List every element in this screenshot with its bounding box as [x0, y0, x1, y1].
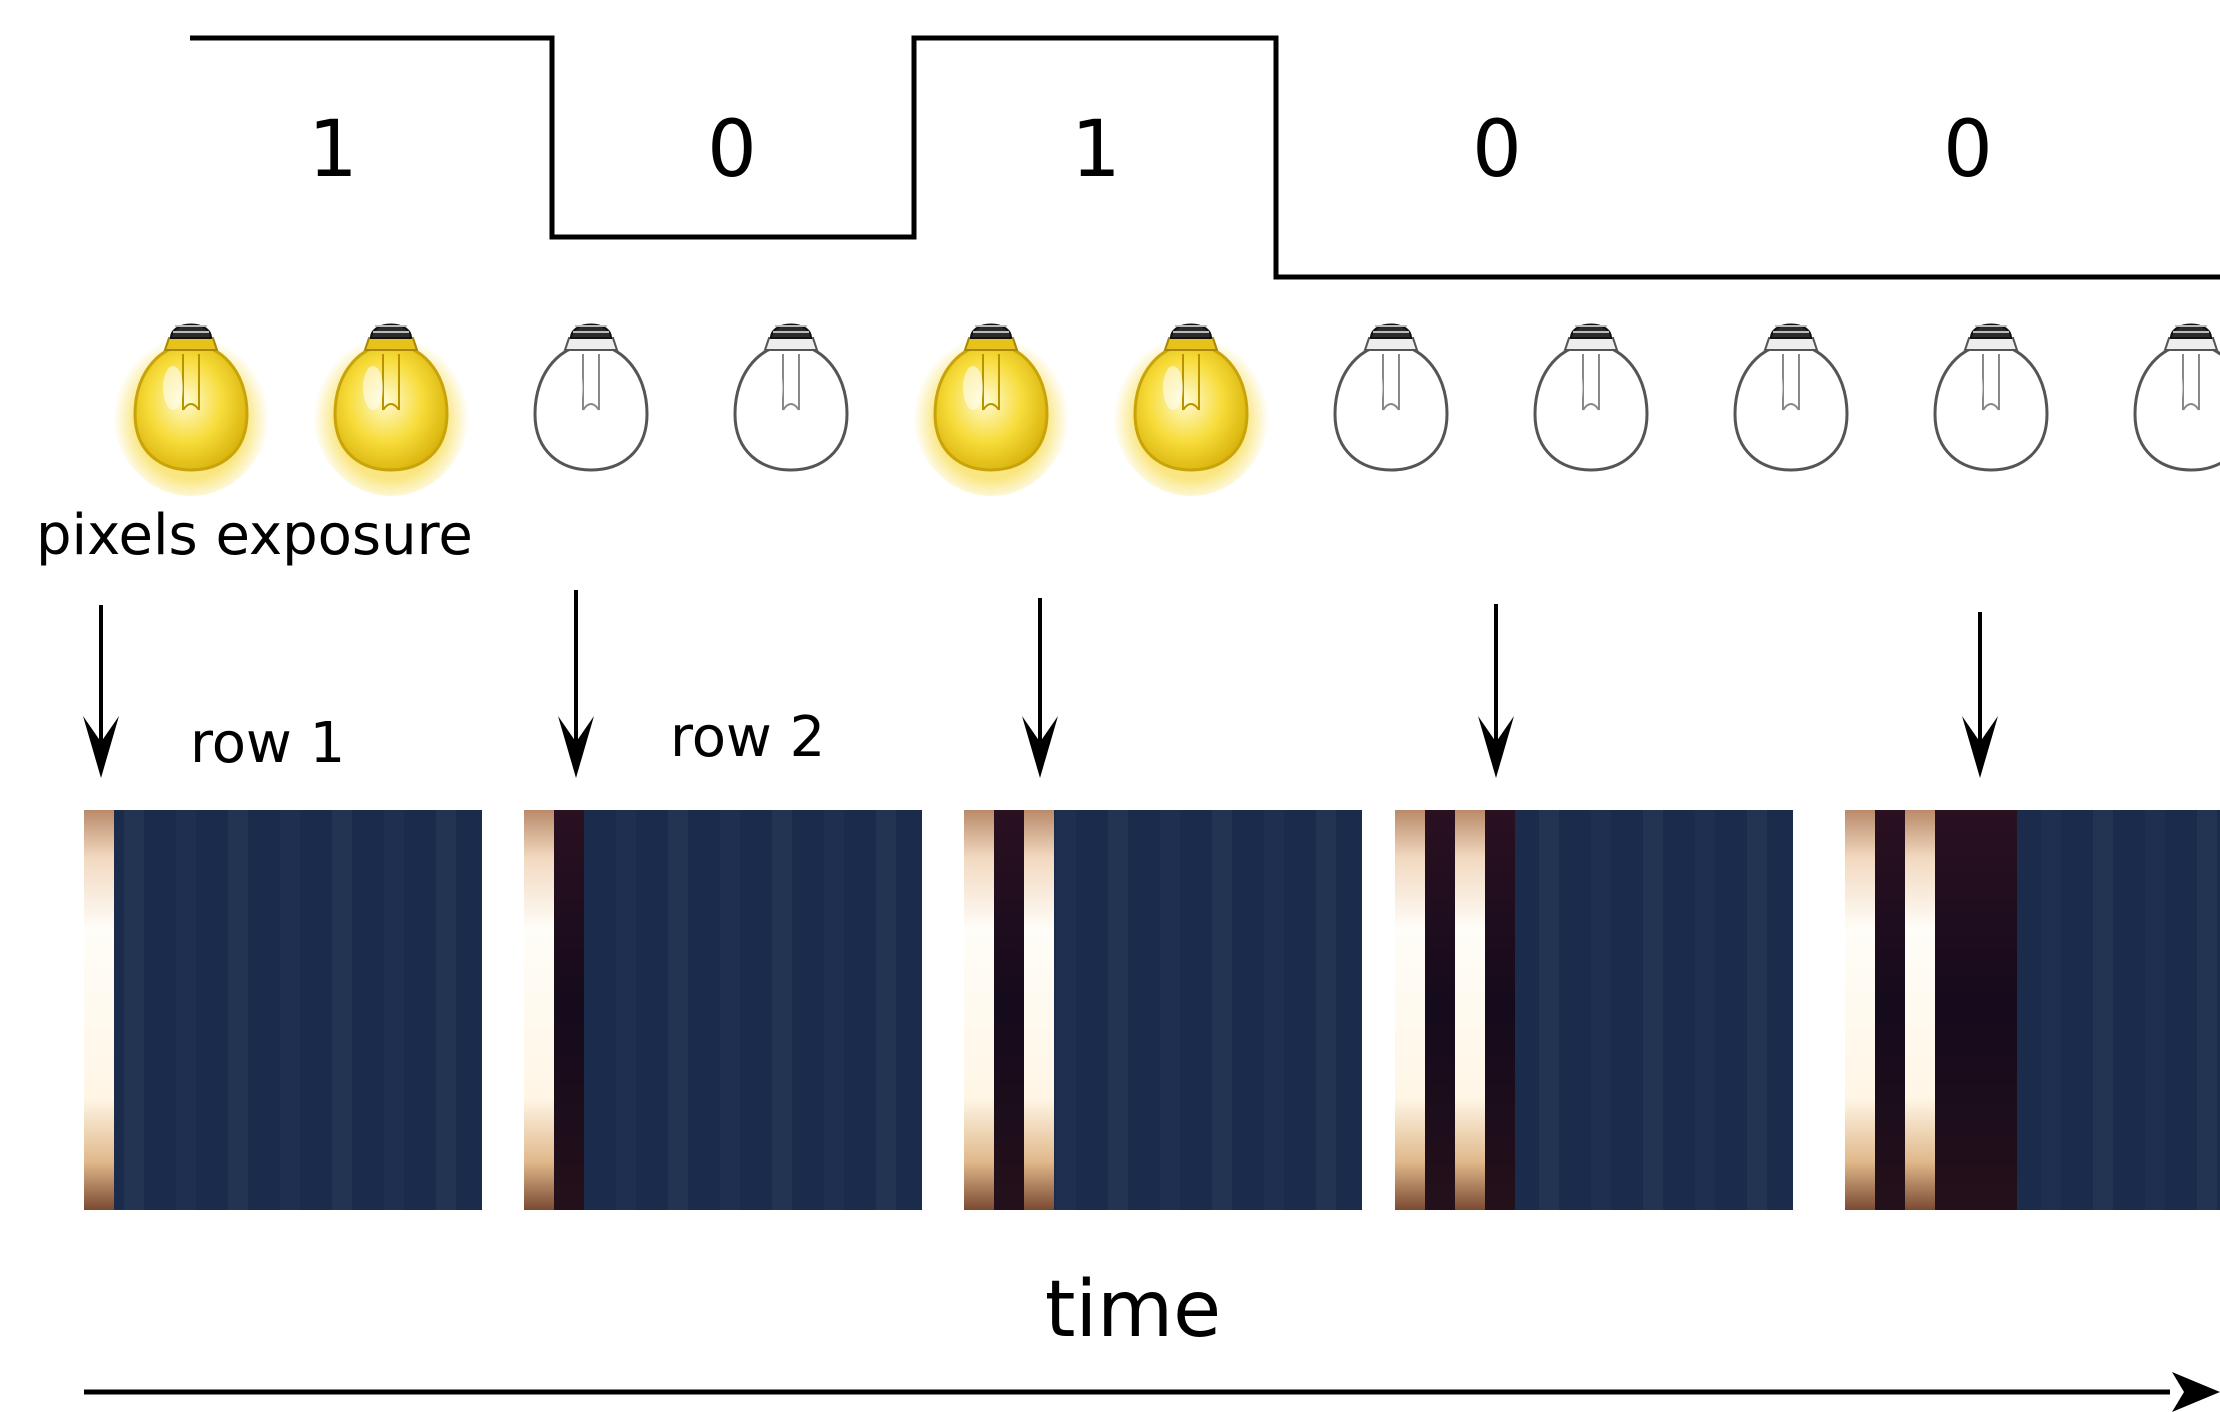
camera-frames: [84, 810, 2220, 1210]
stripe-dark: [1965, 810, 2017, 1210]
exposure-arrow-1: [83, 605, 119, 778]
stripe-dark: [1485, 810, 1515, 1210]
bit-label-1: 1: [308, 105, 358, 195]
exposure-arrow-2: [558, 590, 594, 778]
signal-waveform: [190, 35, 2220, 280]
exposure-arrow-5: [1962, 612, 1998, 778]
stripe-bright: [1845, 810, 1875, 1210]
bulb-off-4: [733, 323, 849, 472]
frame-2: [524, 810, 922, 1210]
stripe-bright: [964, 810, 994, 1210]
stripe-bright: [1905, 810, 1935, 1210]
bit-labels: 1 0 1 0 0: [308, 105, 1993, 195]
bulb-off-9: [1733, 323, 1849, 472]
bit-label-5: 0: [1943, 105, 1993, 195]
stripe-bright: [1024, 810, 1054, 1210]
frame-4: [1395, 810, 1793, 1210]
stripe-bright: [84, 810, 114, 1210]
bulb-on-5: [913, 323, 1069, 496]
frame-3: [964, 810, 1362, 1210]
time-axis-arrowhead: [2172, 1372, 2220, 1412]
bulb-off-3: [533, 323, 649, 472]
time-label: time: [1045, 1265, 1221, 1355]
stripe-dark: [1875, 810, 1905, 1210]
light-bulbs: [113, 323, 2220, 496]
stripe-dark: [994, 810, 1024, 1210]
frame-1: [84, 810, 482, 1210]
bulb-on-1: [113, 323, 269, 496]
bulb-on-6: [1113, 323, 1269, 496]
bulb-on-2: [313, 323, 469, 496]
stripe-dark: [554, 810, 584, 1210]
bit-label-4: 0: [1472, 105, 1522, 195]
bit-label-2: 0: [707, 105, 757, 195]
exposure-arrow-3: [1022, 598, 1058, 778]
stripe-bright: [1395, 810, 1425, 1210]
frame-5: [1845, 810, 2220, 1210]
stripe-bright: [1455, 810, 1485, 1210]
exposure-arrows: [83, 590, 1998, 778]
bulb-off-11: [2133, 323, 2220, 472]
bit-label-3: 1: [1071, 105, 1121, 195]
bulb-off-8: [1533, 323, 1649, 472]
bulb-off-7: [1333, 323, 1449, 472]
exposure-arrow-4: [1478, 604, 1514, 778]
pixels-exposure-label: pixels exposure: [36, 503, 473, 568]
stripe-dark: [1935, 810, 1965, 1210]
row-2-label: row 2: [670, 705, 825, 770]
stripe-dark: [1425, 810, 1455, 1210]
stripe-bright: [524, 810, 554, 1210]
row-1-label: row 1: [190, 711, 345, 776]
bulb-off-10: [1933, 323, 2049, 472]
